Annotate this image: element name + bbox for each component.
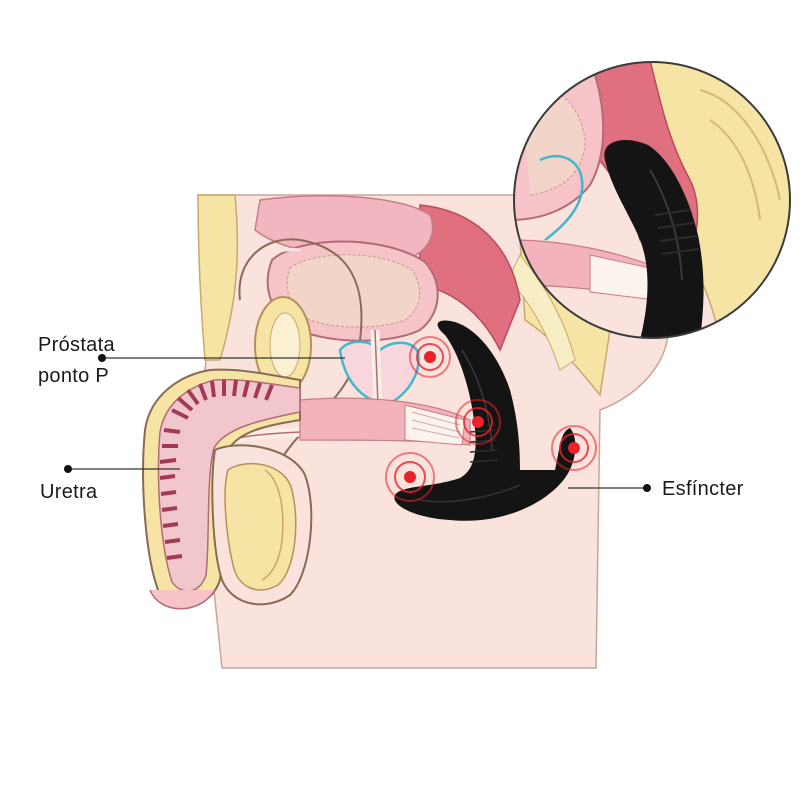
rectum-wall: [419, 204, 521, 352]
vibration-marker-prostate: [409, 336, 451, 378]
label-prostata: Próstata: [38, 334, 115, 356]
zoom-device: [604, 140, 704, 338]
zoom-inset: [513, 61, 791, 339]
label-ponto-p: ponto P: [38, 365, 110, 387]
label-esfincter: Esfíncter: [662, 478, 744, 500]
device-body: [394, 320, 576, 521]
prostate-pointer-dot: [98, 354, 106, 362]
device: [394, 320, 576, 521]
sacrum: [507, 254, 576, 371]
vibration-marker-sphincter: [551, 425, 597, 471]
pubic-fat: [197, 194, 239, 361]
erectile-tissue-stripes: [159, 379, 274, 560]
label-uretra: Uretra: [40, 481, 98, 503]
bladder-inner: [286, 254, 420, 328]
vibration-marker-base: [385, 452, 435, 502]
vibration-marker-perineum: [455, 399, 501, 445]
sphincter-pointer-dot: [643, 484, 651, 492]
body-cross-section: [142, 194, 670, 669]
urethra-pointer-dot: [64, 465, 72, 473]
vibration-markers: [385, 336, 597, 502]
testicle: [224, 462, 297, 591]
pointer-lines: [64, 354, 651, 492]
corpus-cavernosum: [157, 378, 301, 592]
